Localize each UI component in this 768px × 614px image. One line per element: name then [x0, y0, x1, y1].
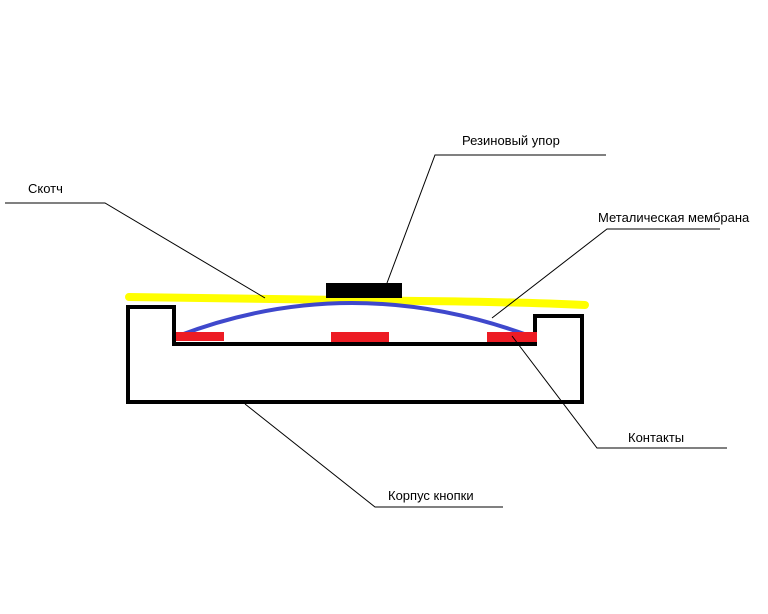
label-contacts: Контакты — [628, 430, 684, 445]
leader-contacts — [511, 335, 727, 449]
label-rubber-stop: Резиновый упор — [462, 133, 560, 148]
leader-button-body — [244, 403, 503, 508]
label-metal-membrane: Металическая мембрана — [598, 210, 750, 225]
contact-left — [176, 332, 224, 341]
metal-membrane-arc — [176, 301, 532, 338]
contact-center — [331, 332, 389, 342]
contact-right — [487, 332, 537, 342]
tape-strip — [125, 293, 589, 309]
button-body-outline — [126, 305, 584, 404]
leader-rubber-stop — [386, 154, 606, 284]
rubber-stop-block — [326, 283, 402, 298]
label-button-body: Корпус кнопки — [388, 488, 474, 503]
leader-lines — [5, 154, 727, 508]
leader-metal-membrane — [491, 228, 720, 319]
leader-tape — [5, 202, 266, 299]
label-tape: Скотч — [28, 181, 63, 196]
